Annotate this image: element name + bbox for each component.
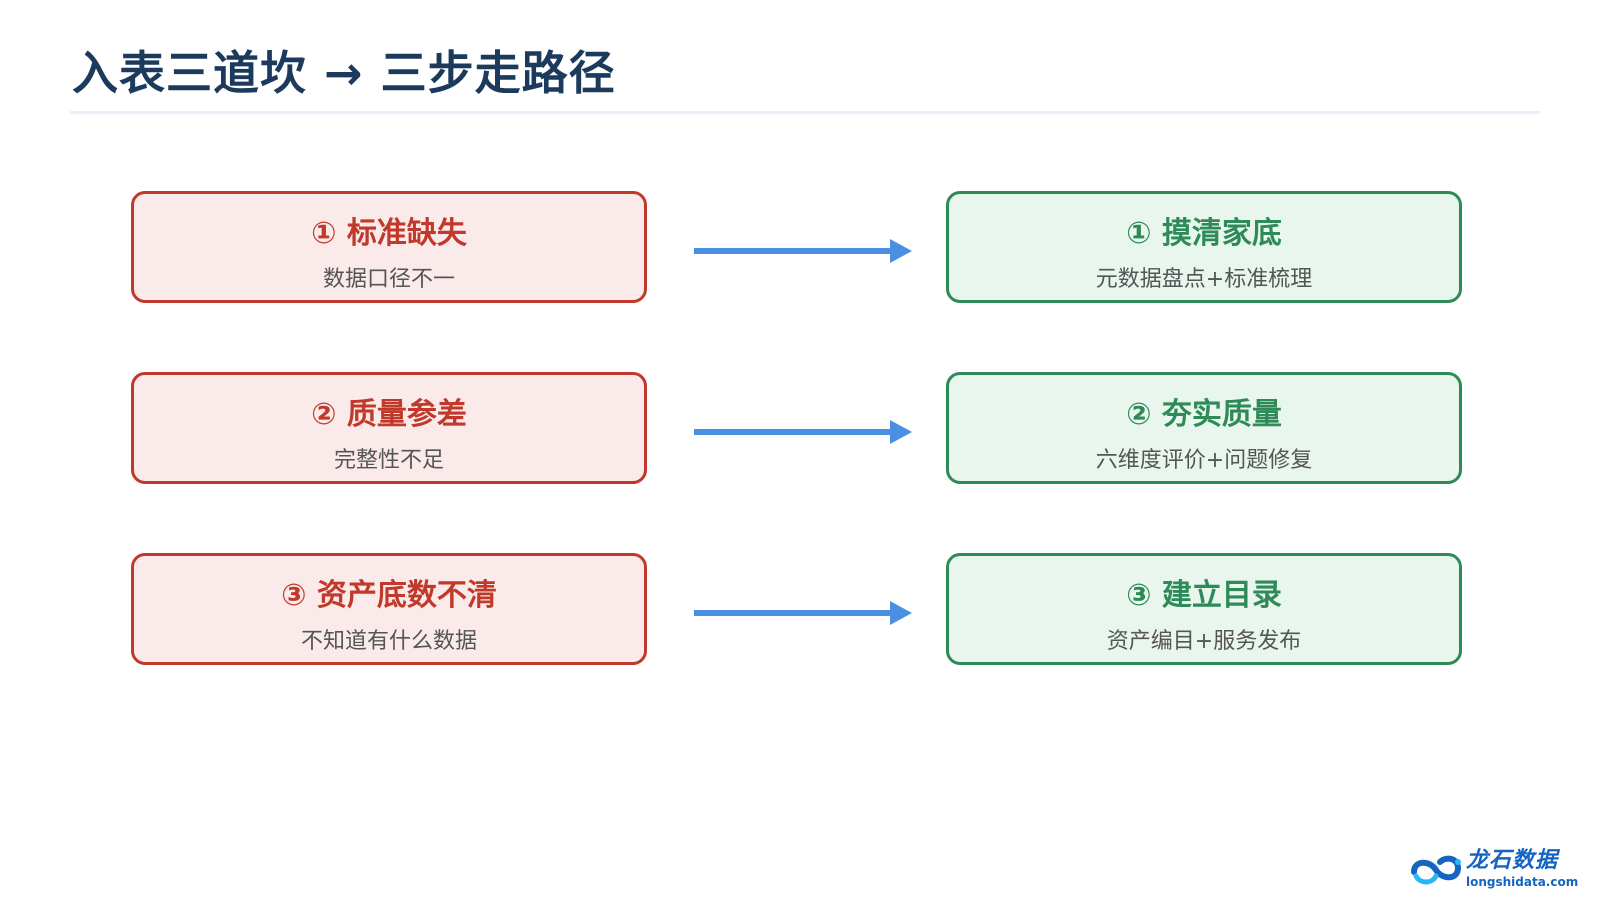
solution-title-3: ③ 建立目录 [1126,578,1282,613]
title-divider [70,111,1540,114]
logo-name: 龙石数据 [1466,848,1559,873]
logo-url: longshidata.com [1466,875,1579,889]
solution-box-2: ② 夯实质量 六维度评价+问题修复 [946,372,1462,484]
problem-box-2: ② 质量参差 完整性不足 [131,372,647,484]
problem-subtitle-3: 不知道有什么数据 [300,629,477,654]
problem-subtitle-1: 数据口径不一 [322,267,455,292]
problem-title-3: ③ 资产底数不清 [281,578,497,613]
company-logo: 龙石数据 longshidata.com [1408,848,1590,894]
problem-box-1: ① 标准缺失 数据口径不一 [131,191,647,303]
problem-title-2: ② 质量参差 [311,397,467,432]
solution-title-1: ① 摸清家底 [1126,216,1282,251]
longshi-logo-icon [1411,855,1462,885]
solution-subtitle-3: 资产编目+服务发布 [1106,629,1302,654]
problem-title-1: ① 标准缺失 [311,216,467,251]
solution-title-2: ② 夯实质量 [1126,397,1282,432]
solution-subtitle-2: 六维度评价+问题修复 [1095,448,1313,473]
problem-box-3: ③ 资产底数不清 不知道有什么数据 [131,553,647,665]
solution-box-3: ③ 建立目录 资产编目+服务发布 [946,553,1462,665]
right-arrow-icon [694,239,912,263]
solution-box-1: ① 摸清家底 元数据盘点+标准梳理 [946,191,1462,303]
page-title: 入表三道坎 → 三步走路径 [72,46,616,100]
problem-subtitle-2: 完整性不足 [333,448,444,473]
solution-subtitle-1: 元数据盘点+标准梳理 [1095,267,1313,292]
right-arrow-icon [694,420,912,444]
right-arrow-icon [694,601,912,625]
